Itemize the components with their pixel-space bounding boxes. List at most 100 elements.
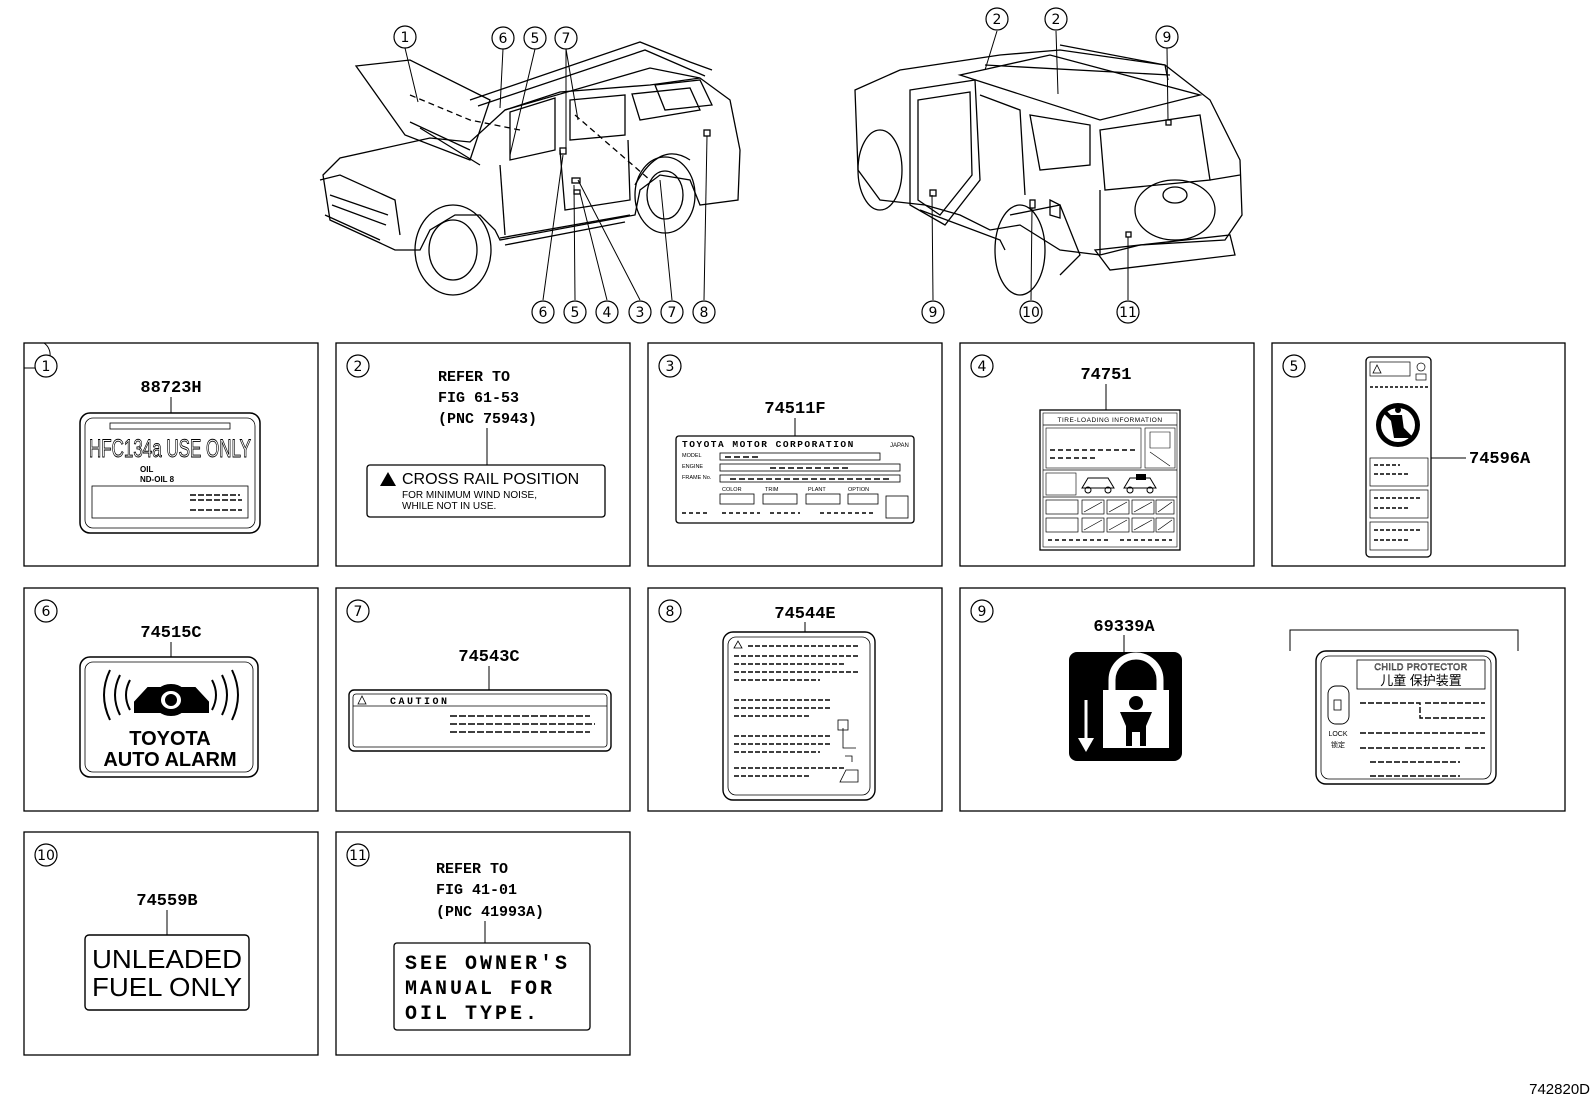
cross-rail-label: CROSS RAIL POSITION FOR MINIMUM WIND NOI…: [366, 464, 606, 518]
front-vehicle-illustration: [319, 41, 741, 296]
front-callouts: 1 6 5 7 6 5 4 3 7 8: [393, 25, 716, 324]
panel-6: 6 74515C TOYOTA AUTO ALARM: [23, 587, 319, 812]
warning-triangle-icon: [357, 695, 367, 705]
callout-number: 8: [700, 305, 709, 321]
svg-text:OIL TYPE.: OIL TYPE.: [405, 1003, 540, 1026]
panel-number: 2: [354, 359, 363, 375]
callout-2-left: 2: [985, 7, 1009, 31]
child-lock-icon-label: [1069, 652, 1182, 761]
svg-text:UNLEADED: UNLEADED: [92, 944, 242, 974]
panel-number: 6: [42, 604, 51, 620]
seat-info-label: [722, 631, 876, 801]
panel-number: 4: [978, 359, 987, 375]
callout-4: 4: [595, 300, 619, 324]
callout-8: 8: [692, 300, 716, 324]
svg-text:CAUTION: CAUTION: [390, 697, 450, 708]
no-child-seat-icon: [1376, 403, 1420, 447]
caution-label: CAUTION: [348, 689, 612, 752]
svg-text:ND-OIL 8: ND-OIL 8: [140, 475, 175, 484]
panel-number: 1: [42, 359, 51, 375]
svg-text:锁定: 锁定: [1331, 740, 1345, 749]
svg-text:LOCK: LOCK: [1328, 731, 1347, 738]
vin-plate-label: TOYOTA MOTOR CORPORATION JAPAN MODEL ENG…: [675, 435, 915, 524]
svg-text:CHILD PROTECTOR: CHILD PROTECTOR: [1374, 662, 1467, 672]
panel-number: 7: [354, 604, 363, 620]
rear-callout-leaders: [931, 30, 1169, 301]
airbag-warning-label: [1365, 356, 1432, 558]
refer-line-2: FIG 61-53: [438, 390, 519, 407]
oil-type-label: SEE OWNER'S MANUAL FOR OIL TYPE.: [393, 942, 591, 1031]
svg-text:PLANT: PLANT: [808, 487, 826, 493]
panel-3: 3 74511F TOYOTA MOTOR CORPORATION JAPAN …: [647, 342, 943, 567]
refer-line-3: (PNC 75943): [438, 411, 537, 428]
panel-2: 2 REFER TO FIG 61-53 (PNC 75943) CROSS R…: [335, 342, 631, 567]
panel-8: 8 74544E: [647, 587, 943, 812]
callout-10: 10: [1019, 300, 1043, 324]
callout-9-bottom: 9: [921, 300, 945, 324]
callout-number: 7: [668, 305, 677, 321]
panel-number: 9: [978, 604, 987, 620]
svg-text:SEE OWNER'S: SEE OWNER'S: [405, 953, 570, 976]
warning-triangle-icon: [733, 640, 743, 649]
hfc134a-label: HFC134a USE ONLY OIL ND-OIL 8: [79, 412, 261, 534]
panel-number: 3: [666, 359, 675, 375]
part-code: 74559B: [136, 892, 197, 911]
vehicle-side-icon: [1081, 477, 1115, 494]
svg-text:CROSS RAIL POSITION: CROSS RAIL POSITION: [402, 471, 579, 488]
callout-1: 1: [393, 25, 417, 49]
load-grid: [1045, 499, 1175, 533]
callout-number: 10: [1022, 305, 1040, 321]
callout-number: 6: [499, 31, 508, 47]
svg-text:OPTION: OPTION: [848, 487, 869, 493]
part-code: 74751: [1080, 366, 1131, 385]
svg-text:ENGINE: ENGINE: [682, 464, 703, 470]
panel-10: 10 74559B UNLEADED FUEL ONLY: [23, 831, 319, 1056]
auto-alarm-label: TOYOTA AUTO ALARM: [79, 656, 259, 778]
callout-number: 2: [993, 12, 1002, 28]
callout-7-bottom: 7: [660, 300, 684, 324]
callout-number: 5: [571, 305, 580, 321]
front-callout-leaders: [404, 47, 708, 301]
panel-number: 11: [349, 848, 367, 864]
callout-6-bottom: 6: [531, 300, 555, 324]
callout-3: 3: [628, 300, 652, 324]
callout-number: 7: [562, 31, 571, 47]
svg-text:COLOR: COLOR: [722, 487, 742, 493]
callout-number: 4: [603, 305, 612, 321]
svg-text:JAPAN: JAPAN: [890, 443, 909, 449]
callout-number: 9: [1163, 30, 1172, 46]
callout-number: 6: [539, 305, 548, 321]
callout-number: 2: [1052, 12, 1061, 28]
part-code: 74543C: [458, 648, 519, 667]
panel-1: 1 88723H HFC134a USE ONLY OIL ND-OIL 8: [23, 342, 319, 567]
callout-7-top: 7: [554, 26, 578, 50]
panel-5: 5 74596A: [1271, 342, 1566, 567]
tire-loading-label: TIRE-LOADING INFORMATION: [1039, 409, 1181, 551]
callout-number: 3: [636, 305, 645, 321]
svg-text:HFC134a USE ONLY: HFC134a USE ONLY: [89, 435, 251, 463]
svg-text:TOYOTA MOTOR CORPORATION: TOYOTA MOTOR CORPORATION: [682, 439, 855, 450]
warning-triangle-icon: [380, 472, 396, 486]
panel-7: 7 74543C CAUTION: [335, 587, 631, 812]
part-code: 88723H: [140, 379, 201, 398]
callout-number: 1: [401, 30, 410, 46]
callout-number: 11: [1119, 305, 1137, 321]
svg-text:AUTO ALARM: AUTO ALARM: [103, 749, 236, 771]
part-code: 74515C: [140, 624, 201, 643]
part-code: 69339A: [1093, 618, 1155, 637]
diagram-id: 742820D: [1529, 1081, 1590, 1098]
svg-text:FOR MINIMUM WIND NOISE,: FOR MINIMUM WIND NOISE,: [402, 490, 537, 501]
svg-text:FUEL ONLY: FUEL ONLY: [92, 972, 242, 1002]
svg-text:FRAME No.: FRAME No.: [682, 475, 712, 481]
svg-text:MODEL: MODEL: [682, 453, 702, 459]
callout-2-right: 2: [1044, 7, 1068, 31]
panel-11: 11 REFER TO FIG 41-01 (PNC 41993A) SEE O…: [335, 831, 631, 1056]
callout-6-top: 6: [491, 26, 515, 50]
panel-9: 9 69339A CHILD PROTECTOR 儿童 保护装置 LOCK 锁定: [959, 587, 1566, 812]
refer-line-3: (PNC 41993A): [436, 904, 544, 921]
svg-text:MANUAL FOR: MANUAL FOR: [405, 978, 555, 1001]
svg-text:TRIM: TRIM: [765, 487, 779, 493]
part-code: 74511F: [764, 400, 825, 419]
alarm-car-icon: [103, 669, 239, 721]
